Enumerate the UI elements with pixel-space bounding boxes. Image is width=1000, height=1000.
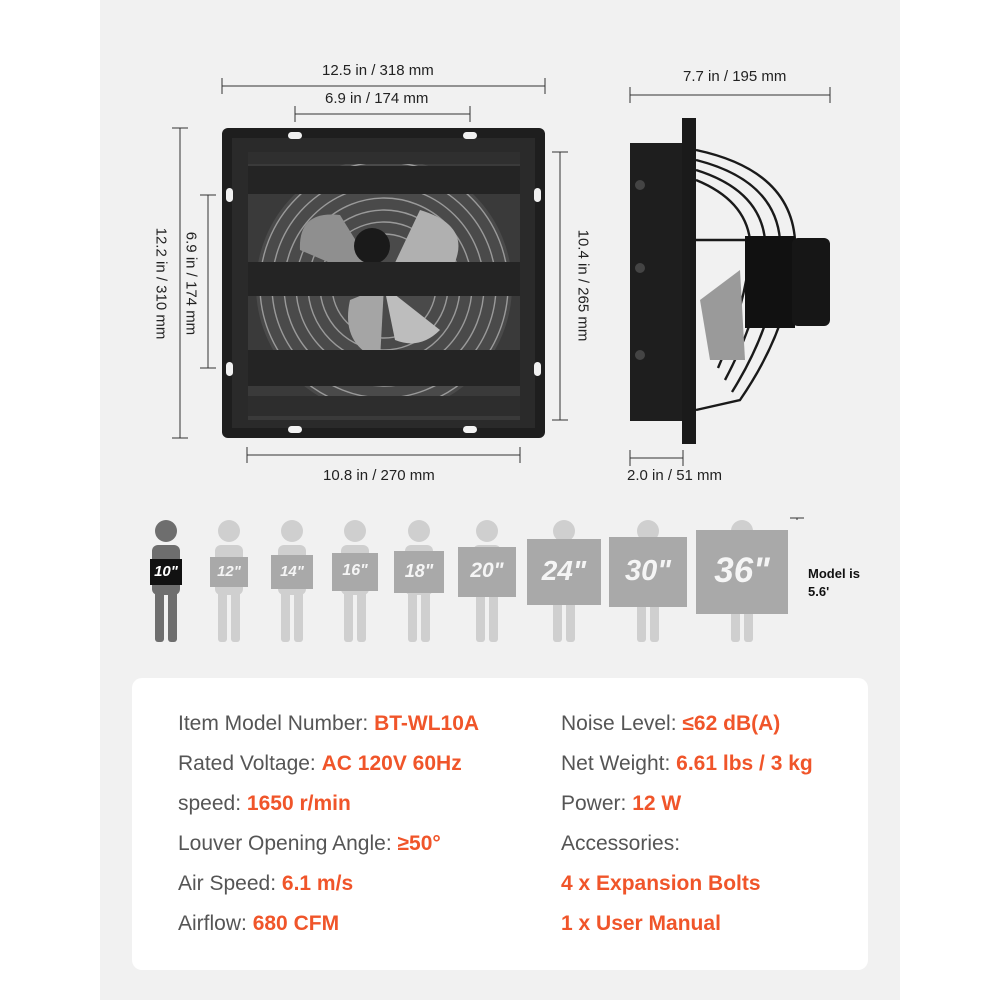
front-hole-spacing-label: 6.9 in / 174 mm — [325, 90, 429, 107]
spec-power: Power: 12 W — [561, 792, 682, 815]
fan-size-label: 12" — [217, 563, 241, 580]
fan-size-box — [332, 553, 378, 591]
fan-size-label: 14" — [280, 563, 304, 580]
fan-size-label: 36" — [714, 551, 770, 590]
spec-accessories-label: Accessories: — [561, 832, 681, 855]
spec-net-weight: Net Weight: 6.61 lbs / 3 kg — [561, 752, 813, 775]
fan-size-box — [150, 559, 182, 585]
fan-size-box — [210, 557, 248, 587]
model-note-line1: Model is — [808, 566, 861, 581]
fan-diagram — [172, 78, 831, 520]
model-note-line2: 5.6' — [808, 584, 830, 599]
person-silhouette — [609, 520, 687, 642]
front-inner-width-label: 10.8 in / 270 mm — [323, 467, 435, 484]
fan-size-box — [271, 555, 313, 589]
person-silhouette — [696, 520, 788, 642]
person-silhouette — [271, 520, 313, 642]
model-height-note: Model is 5.6' — [808, 565, 860, 601]
side-depth-label: 7.7 in / 195 mm — [683, 68, 787, 85]
fan-size-box — [696, 530, 788, 614]
person-silhouette — [458, 520, 516, 642]
fan-size-box — [458, 547, 516, 597]
size-comparison — [150, 520, 788, 642]
fan-size-label: 18" — [404, 561, 434, 582]
side-frame-depth-label: 2.0 in / 51 mm — [627, 467, 723, 484]
person-silhouette — [394, 520, 444, 642]
person-silhouette — [210, 520, 248, 642]
front-total-width-label: 12.5 in / 318 mm — [322, 62, 434, 79]
spec-noise-level: Noise Level: ≤62 dB(A) — [561, 712, 781, 735]
side-view — [630, 118, 830, 444]
spec-model-number: Item Model Number: BT-WL10A — [178, 712, 480, 735]
fan-size-label: 10" — [154, 563, 178, 580]
spec-accessory-1: 4 x Expansion Bolts — [561, 872, 761, 895]
spec-rated-voltage: Rated Voltage: AC 120V 60Hz — [178, 752, 462, 775]
person-silhouette — [527, 520, 601, 642]
spec-airflow: Airflow: 680 CFM — [178, 912, 340, 935]
person-silhouette — [150, 520, 182, 642]
dimension-lines — [172, 78, 831, 466]
spec-accessory-2: 1 x User Manual — [561, 912, 721, 935]
fan-size-box — [609, 537, 687, 607]
fan-size-label: 30" — [624, 554, 671, 587]
fan-size-label: 16" — [342, 562, 368, 580]
front-view — [222, 128, 545, 438]
fan-size-box — [394, 551, 444, 593]
fan-size-label: 20" — [470, 559, 504, 583]
person-silhouette — [332, 520, 378, 642]
spec-air-speed: Air Speed: 6.1 m/s — [178, 872, 354, 895]
specs-card — [132, 678, 868, 970]
spec-speed: speed: 1650 r/min — [178, 792, 351, 815]
fan-size-box — [527, 539, 601, 605]
fan-size-label: 24" — [541, 555, 587, 587]
spec-louver-angle: Louver Opening Angle: ≥50° — [178, 832, 441, 855]
